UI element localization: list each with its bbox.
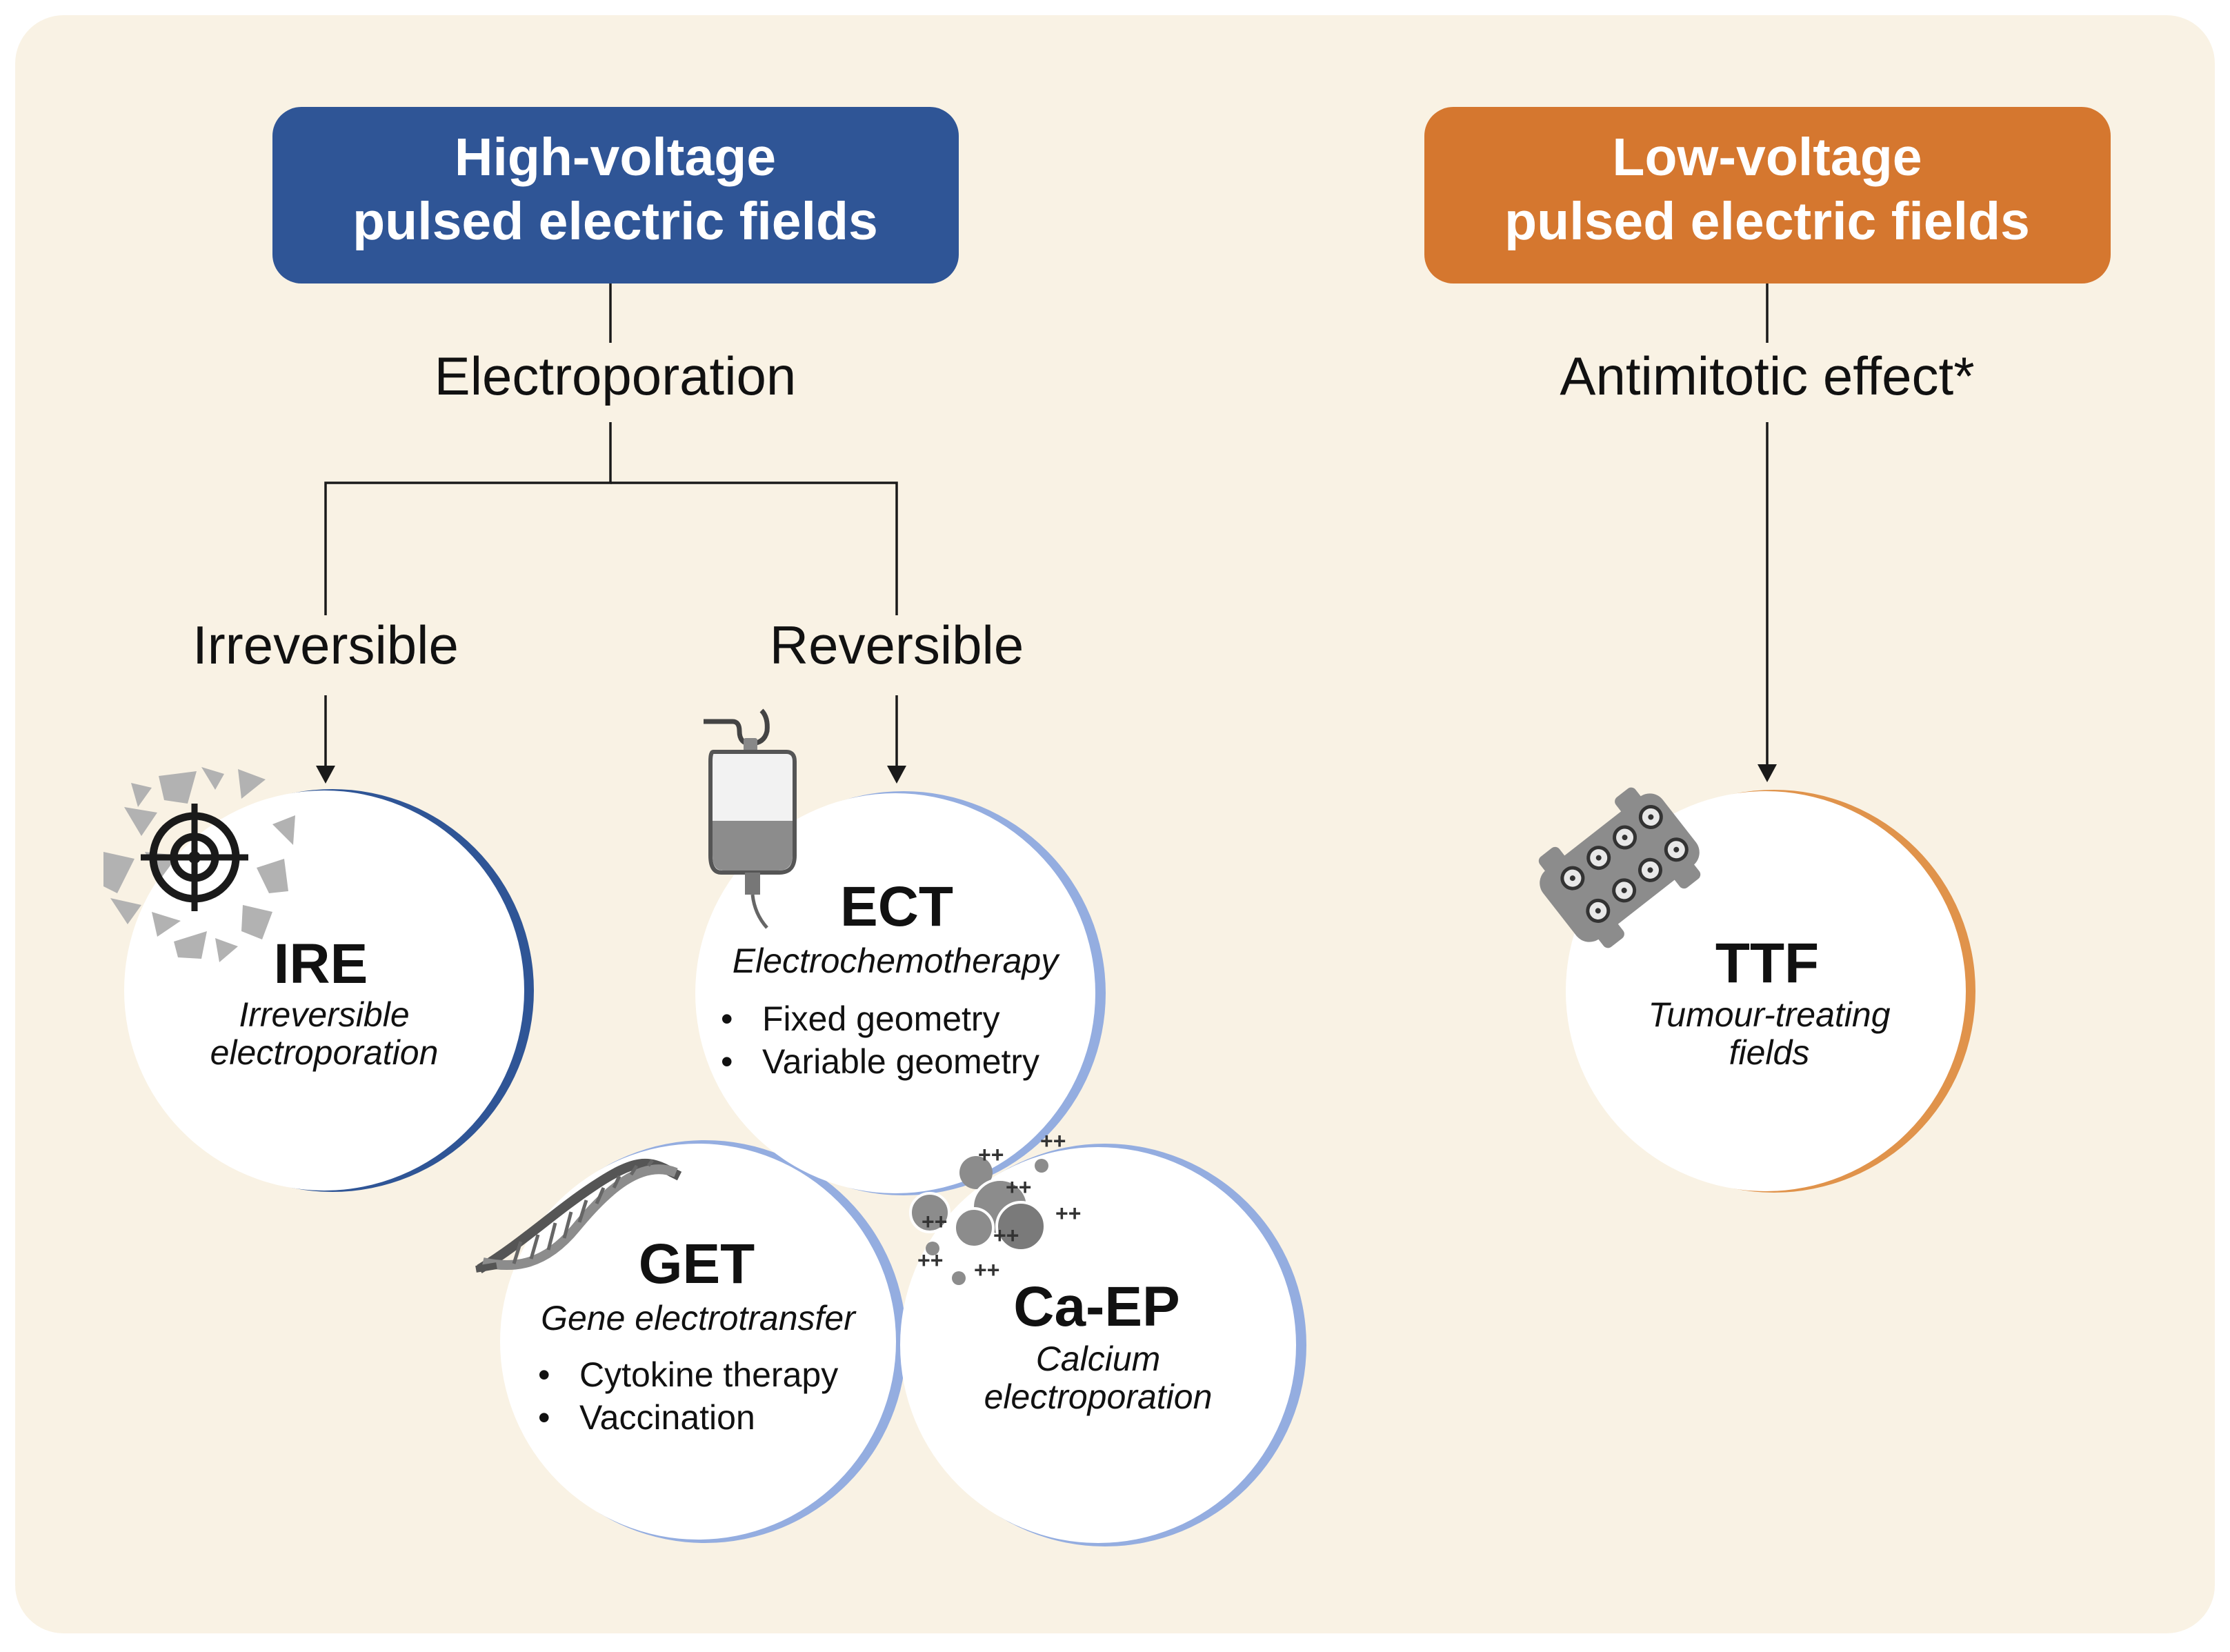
svg-text:++: ++ [993,1223,1019,1248]
svg-text:++: ++ [922,1209,947,1234]
ect-bullet-2-marker: • [721,1042,733,1081]
ire-node: IRE Irreversible electroporation [124,789,534,1192]
mechanism-antimitotic: Antimitotic effect* [1560,346,1974,406]
get-full-line1: Gene electrotransfer [541,1299,857,1337]
low-voltage-title-line2: pulsed electric fields [1504,192,2030,251]
get-node: GET Gene electrotransfer • Cytokine ther… [500,1140,906,1543]
iv-bag-icon [704,708,797,929]
electrode-array-icon [1538,787,1701,948]
ire-abbr: IRE [274,933,368,995]
ect-abbr: ECT [840,875,953,938]
ttf-node: TTF Tumour-treating fields [1566,790,1975,1193]
ttf-full-line2: fields [1729,1033,1810,1072]
ect-bullet-1-marker: • [721,999,733,1038]
high-voltage-title-line2: pulsed electric fields [352,192,878,251]
caep-full-line1: Calcium [1036,1340,1161,1378]
ire-full-line1: Irreversible [239,995,409,1034]
high-voltage-header: High-voltage pulsed electric fields [272,107,959,283]
branch-reversible: Reversible [770,615,1024,675]
ect-bullet-2: Variable geometry [762,1042,1039,1081]
caep-abbr: Ca-EP [1013,1275,1180,1338]
svg-text:++: ++ [1055,1201,1081,1226]
low-voltage-title-line1: Low-voltage [1612,128,1922,187]
ire-full-line2: electroporation [210,1033,439,1072]
low-voltage-header: Low-voltage pulsed electric fields [1424,107,2111,283]
svg-text:++: ++ [1040,1128,1066,1153]
svg-text:++: ++ [978,1142,1004,1167]
ect-full-line1: Electrochemotherapy [733,942,1060,980]
get-bullet-2-marker: • [538,1398,550,1437]
caep-full-line2: electroporation [984,1377,1213,1416]
get-bullet-1: Cytokine therapy [579,1355,838,1394]
ttf-abbr: TTF [1715,932,1819,995]
ttf-full-line1: Tumour-treating [1648,995,1890,1034]
target-icon [103,767,295,962]
connectors [316,283,1777,784]
high-voltage-title-line1: High-voltage [455,128,776,187]
get-abbr: GET [639,1233,755,1295]
get-bullet-2: Vaccination [579,1398,755,1437]
mechanism-electroporation: Electroporation [435,346,797,406]
calcium-ions-icon: ++ ++ ++ ++ ++ ++ ++ ++ [909,1128,1081,1285]
get-bullet-1-marker: • [538,1355,550,1394]
dna-icon [475,1158,682,1273]
ect-node: ECT Electrochemotherapy • Fixed geometry… [695,791,1106,1195]
caep-node: Ca-EP Calcium electroporation [900,1144,1306,1546]
svg-text:++: ++ [917,1248,943,1273]
branch-irreversible: Irreversible [192,615,459,675]
svg-text:++: ++ [974,1257,999,1282]
svg-text:++: ++ [1006,1175,1031,1200]
ect-bullet-1: Fixed geometry [762,999,1000,1038]
